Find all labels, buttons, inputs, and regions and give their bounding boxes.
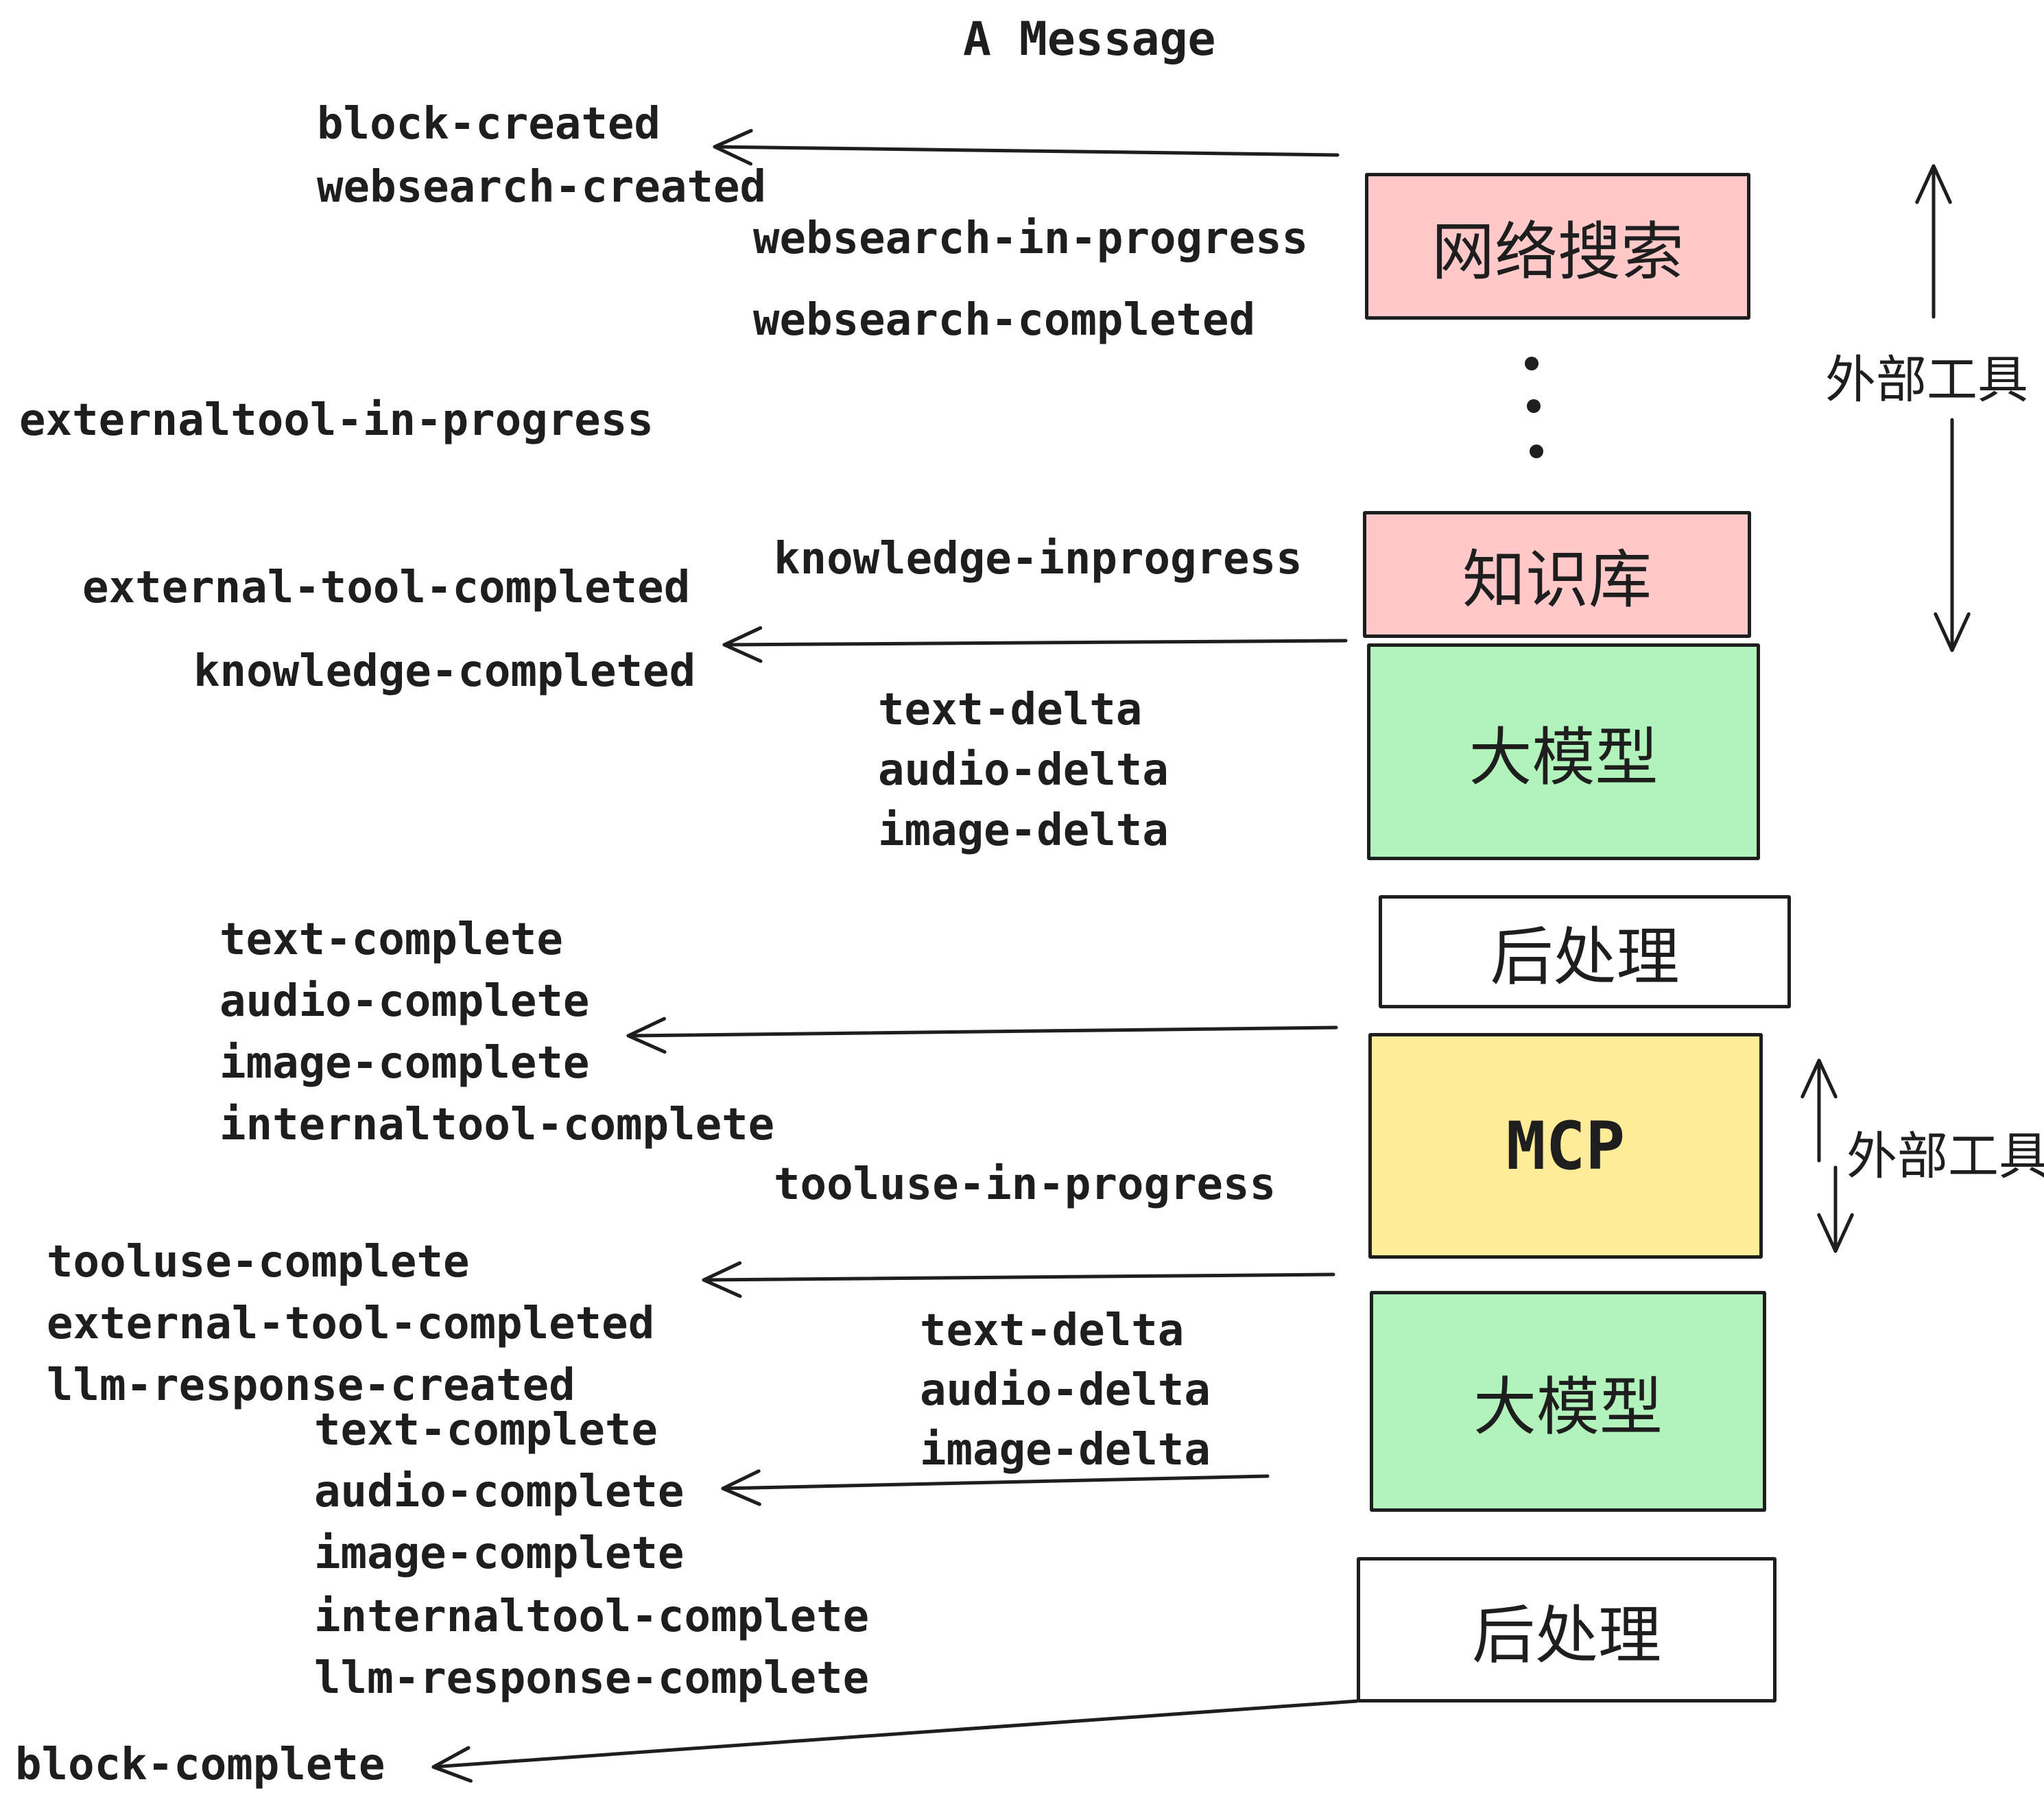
event-label-text-delta: text-delta (878, 685, 1143, 735)
event-label-knowledge-inprogress: knowledge-inprogress (774, 534, 1303, 584)
event-label-websearch-completed: websearch-completed (753, 295, 1256, 346)
event-label-llm-response-created: llm-response-created (47, 1360, 575, 1411)
side-label-external-tools-mcp: 外部工具 (1846, 1127, 2044, 1186)
box-websearch-label: 网络搜索 (1431, 215, 1684, 289)
box-postprocess-1-label: 后处理 (1490, 921, 1680, 994)
page-title: A Message (963, 12, 1216, 67)
vertical-ellipsis-icon (1525, 357, 1543, 458)
event-label-audio-delta-2: audio-delta (920, 1365, 1211, 1416)
event-label-image-complete-2: image-complete (314, 1528, 685, 1579)
event-label-text-delta-2: text-delta (920, 1305, 1185, 1356)
event-label-audio-delta: audio-delta (878, 745, 1169, 796)
event-label-image-complete: image-complete (219, 1038, 590, 1089)
event-label-externaltool-in-progress: externaltool-in-progress (19, 395, 654, 446)
box-llm-2: 大模型 (1370, 1291, 1766, 1512)
event-label-tooluse-complete: tooluse-complete (47, 1237, 470, 1287)
event-label-audio-complete-2: audio-complete (314, 1467, 685, 1517)
event-label-websearch-in-progress: websearch-in-progress (753, 213, 1309, 264)
left-arrow-icon-to-block-created (713, 128, 1340, 166)
event-label-text-complete: text-complete (219, 914, 563, 965)
box-mcp: MCP (1368, 1033, 1763, 1259)
event-label-image-delta: image-delta (878, 805, 1169, 856)
event-label-internaltool-complete-2: internaltool-complete (314, 1591, 870, 1642)
event-label-block-created: block-created (317, 99, 661, 150)
left-arrow-icon-to-knowledge-completed (722, 626, 1348, 663)
box-llm-2-label: 大模型 (1473, 1370, 1663, 1444)
event-label-audio-complete: audio-complete (219, 976, 590, 1027)
event-label-llm-response-complete: llm-response-complete (314, 1653, 870, 1704)
box-llm-1-label: 大模型 (1469, 720, 1659, 794)
box-llm-1: 大模型 (1367, 643, 1760, 860)
event-label-text-complete-2: text-complete (314, 1405, 658, 1456)
event-label-block-complete: block-complete (15, 1740, 385, 1790)
box-postprocess-2: 后处理 (1357, 1557, 1776, 1702)
box-mcp-label: MCP (1506, 1107, 1626, 1185)
side-label-external-tools-top: 外部工具 (1825, 351, 2028, 410)
box-knowledge-base-label: 知识库 (1462, 543, 1652, 617)
event-label-external-tool-completed-2: external-tool-completed (47, 1298, 655, 1349)
event-label-tooluse-in-progress: tooluse-in-progress (774, 1159, 1276, 1210)
left-arrow-icon-to-image-complete (626, 1017, 1338, 1054)
box-postprocess-2-label: 后处理 (1471, 1598, 1661, 1672)
left-arrow-icon-to-block-complete (431, 1699, 1359, 1783)
event-label-image-delta-2: image-delta (920, 1425, 1211, 1475)
box-knowledge-base: 知识库 (1363, 511, 1751, 638)
box-websearch: 网络搜索 (1365, 173, 1750, 320)
left-arrow-icon-to-audio-complete (721, 1469, 1270, 1506)
event-label-websearch-created: websearch-created (317, 162, 767, 213)
event-label-external-tool-completed: external-tool-completed (82, 562, 691, 613)
left-arrow-icon-to-external-tool-completed (702, 1261, 1335, 1298)
event-label-internaltool-complete: internaltool-complete (219, 1100, 775, 1150)
event-label-knowledge-completed: knowledge-completed (193, 646, 696, 697)
box-postprocess-1: 后处理 (1379, 895, 1791, 1008)
